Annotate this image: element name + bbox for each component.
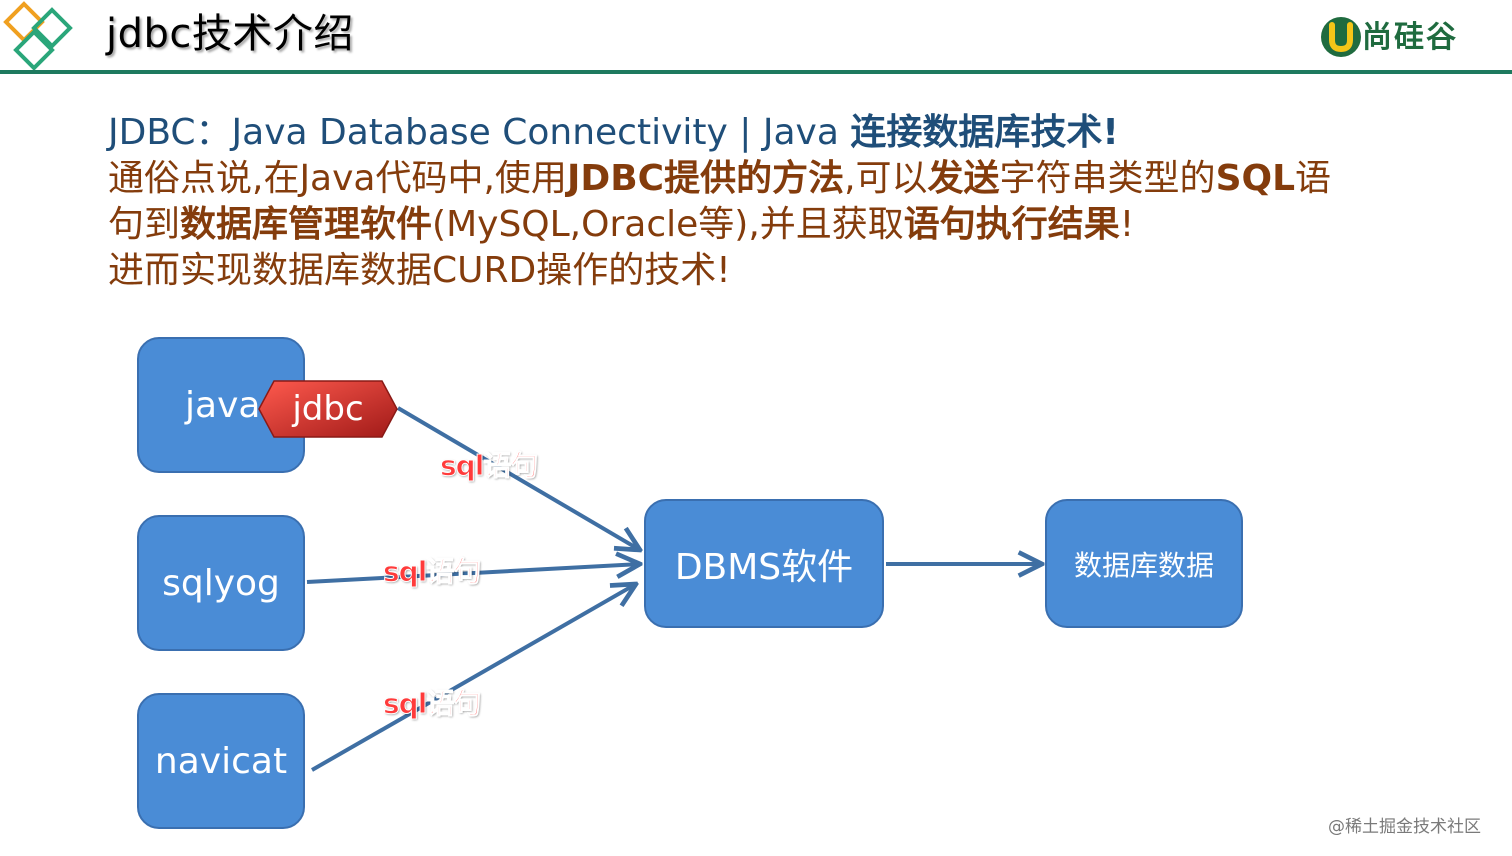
java-node-label: java: [185, 384, 261, 426]
intro-line-2-part: SQL: [1215, 158, 1296, 199]
intro-line-4: 进而实现数据库数据CURD操作的技术!: [108, 250, 731, 291]
intro-line-1-text: JDBC：Java Database Connectivity | Java: [108, 112, 851, 153]
edge-label-sql: sql语句: [382, 687, 481, 721]
navicat-node: navicat: [137, 693, 305, 829]
intro-line-2-part: JDBC提供的方法: [566, 158, 845, 199]
intro-line-2: 通俗点说,在Java代码中,使用JDBC提供的方法,可以发送字符串类型的SQL语: [108, 156, 1448, 202]
dbms-node-label: DBMS软件: [674, 546, 854, 588]
intro-line-2-part: 语: [1295, 158, 1332, 199]
intro-line-3-part: 数据库管理软件: [180, 204, 433, 245]
database-data-node: 数据库数据: [1045, 499, 1243, 628]
jdbc-node-label: jdbc: [292, 389, 364, 429]
edge-label-sql: sql语句: [439, 449, 538, 483]
intro-line-3-part: !: [1119, 204, 1135, 245]
brand-logo: 尚硅谷: [1318, 14, 1498, 64]
intro-line-1-bold: 连接数据库技术!: [850, 112, 1119, 153]
intro-line-3: 句到数据库管理软件(MySQL,Oracle等),并且获取语句执行结果!: [108, 202, 1448, 248]
navicat-node-label: navicat: [154, 740, 288, 782]
jdbc-node: jdbc: [258, 379, 398, 439]
intro-line-2-part: ,可以: [844, 158, 928, 199]
jdbc-hexagon-icon: [258, 380, 398, 438]
dbms-node: DBMS软件: [644, 499, 884, 628]
arrow-navicat-to-dbms: [311, 584, 636, 772]
arrow-sqlyog-to-dbms: [306, 564, 640, 584]
intro-line-3-part: 语句执行结果: [903, 204, 1120, 245]
jdbc-diagram: java sqlyog navicat jdbc DBMS软件 数据库数据 sq…: [0, 320, 1512, 840]
database-data-node-label: 数据库数据: [1073, 548, 1214, 582]
brand-u-icon: [1321, 17, 1361, 57]
page-title: jdbc技术介绍: [106, 11, 354, 57]
diamond-logo-icon: [3, 1, 73, 71]
sqlyog-node: sqlyog: [137, 515, 305, 651]
intro-line-3-part: 句到: [108, 204, 181, 245]
connector-arrows: [306, 406, 1512, 772]
edge-label-sql: sql语句: [382, 555, 481, 589]
title-divider: [0, 70, 1512, 74]
intro-line-1: JDBC：Java Database Connectivity | Java 连…: [108, 110, 1448, 156]
brand-name: 尚硅谷: [1362, 20, 1458, 55]
intro-line-2-part: 发送: [927, 158, 1000, 199]
intro-line-2-part: 字符串类型的: [999, 158, 1216, 199]
sqlyog-node-label: sqlyog: [162, 562, 280, 604]
watermark: @稀土掘金技术社区: [1328, 817, 1481, 837]
intro-line-3-part: (MySQL,Oracle等),并且获取: [432, 204, 904, 245]
arrow-jdbc-to-dbms: [396, 406, 640, 550]
intro-text: JDBC：Java Database Connectivity | Java 连…: [108, 110, 1448, 294]
intro-line-2-part: 通俗点说,在Java代码中,使用: [108, 158, 567, 199]
